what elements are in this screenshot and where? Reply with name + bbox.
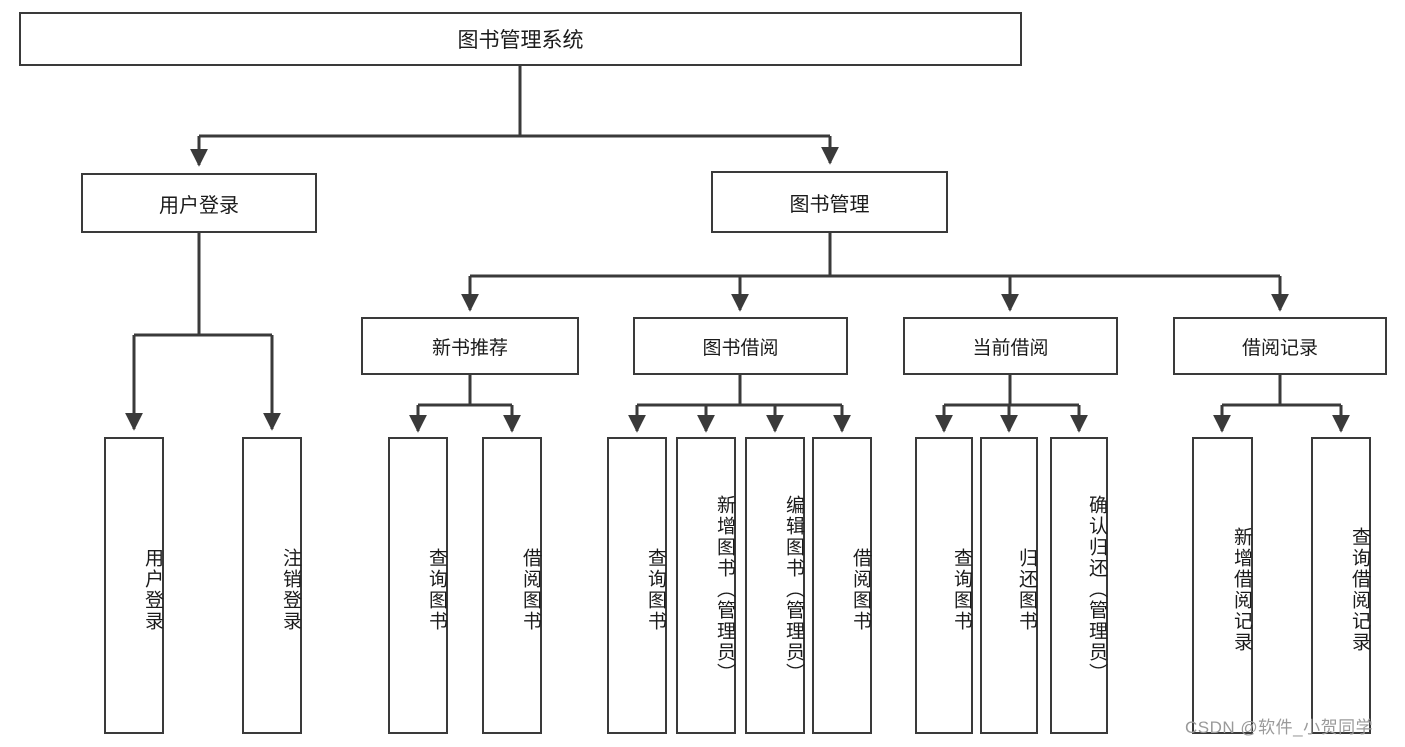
node-borrow-record[interactable]: 借阅记录 <box>1173 317 1387 375</box>
node-label: 查询图书 <box>951 547 972 632</box>
node-label: 当前借阅 <box>972 337 1049 359</box>
node-root-system[interactable]: 图书管理系统 <box>19 12 1022 66</box>
watermark: CSDN @软件_小贺同学 <box>1185 718 1374 737</box>
leaf-return-book[interactable]: 归还图书 <box>980 437 1038 734</box>
node-label: 图书管理 <box>789 193 870 216</box>
leaf-borrow-book-recommend[interactable]: 借阅图书 <box>482 437 542 734</box>
leaf-query-borrow-record[interactable]: 查询借阅记录 <box>1311 437 1371 734</box>
leaf-edit-book-admin[interactable]: 编辑图书（管理员） <box>745 437 805 734</box>
node-label: 新书推荐 <box>431 337 508 359</box>
node-label: 图书借阅 <box>702 337 779 359</box>
leaf-borrow-book[interactable]: 借阅图书 <box>812 437 872 734</box>
node-label: 新增借阅记录 <box>1231 526 1252 653</box>
leaf-add-book-admin[interactable]: 新增图书（管理员） <box>676 437 736 734</box>
leaf-query-book-recommend[interactable]: 查询图书 <box>388 437 448 734</box>
node-label: 用户登录 <box>142 547 163 632</box>
leaf-query-book-borrow[interactable]: 查询图书 <box>607 437 667 734</box>
node-book-borrow[interactable]: 图书借阅 <box>633 317 848 375</box>
node-label: 借阅记录 <box>1241 337 1318 359</box>
leaf-confirm-return-admin[interactable]: 确认归还（管理员） <box>1050 437 1108 734</box>
node-label: 查询借阅记录 <box>1349 526 1370 653</box>
node-label: 用户登录 <box>159 194 239 217</box>
node-label: 注销登录 <box>280 547 301 632</box>
node-label: 借阅图书 <box>520 547 541 632</box>
node-label: 归还图书 <box>1016 547 1037 632</box>
node-current-borrow[interactable]: 当前借阅 <box>903 317 1118 375</box>
leaf-user-login[interactable]: 用户登录 <box>104 437 164 734</box>
node-user-login[interactable]: 用户登录 <box>81 173 317 233</box>
node-new-book-recommend[interactable]: 新书推荐 <box>361 317 579 375</box>
leaf-add-borrow-record[interactable]: 新增借阅记录 <box>1192 437 1253 734</box>
node-label: 确认归还（管理员） <box>1086 495 1107 684</box>
node-label: 查询图书 <box>645 547 666 632</box>
node-label: 新增图书（管理员） <box>714 495 735 684</box>
leaf-query-book-current[interactable]: 查询图书 <box>915 437 973 734</box>
node-label: 编辑图书（管理员） <box>783 495 804 684</box>
node-label: 图书管理系统 <box>457 29 584 52</box>
leaf-logout-login[interactable]: 注销登录 <box>242 437 302 734</box>
node-label: 借阅图书 <box>850 547 871 632</box>
node-label: 查询图书 <box>426 547 447 632</box>
node-book-management[interactable]: 图书管理 <box>711 171 948 233</box>
